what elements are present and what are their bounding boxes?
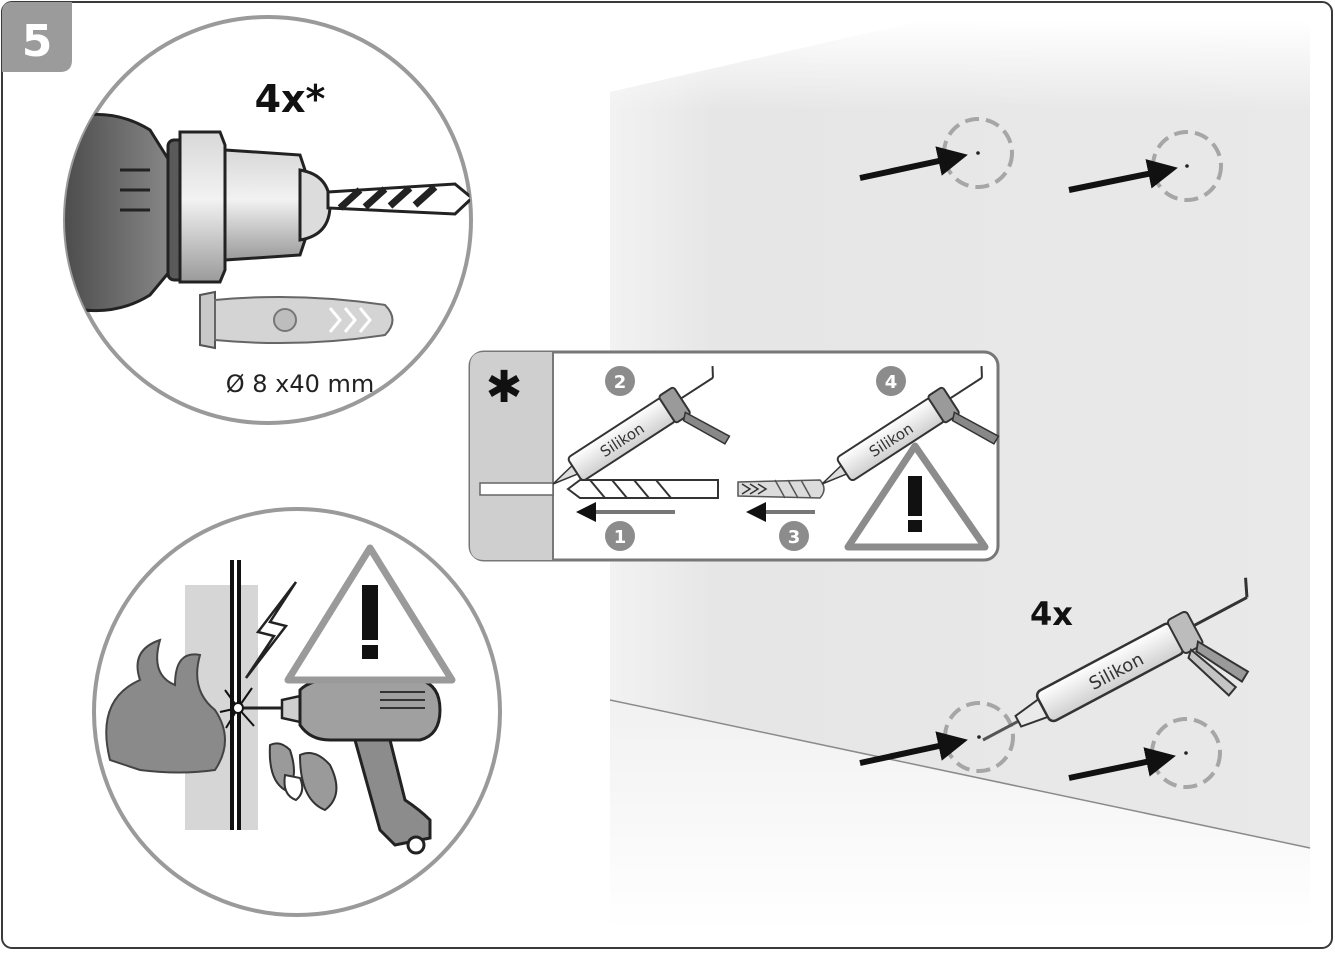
- arrow-icon: [859, 146, 968, 181]
- warning-icon: [284, 544, 456, 684]
- spark-icon: [219, 687, 255, 729]
- drill-icon: [244, 678, 442, 855]
- dowel-icon: [737, 479, 825, 499]
- step-badge: 5: [2, 2, 72, 72]
- svg-text:2: 2: [614, 372, 627, 393]
- asterisk-panel: ✱ 1 Silikon 2: [468, 350, 1000, 562]
- fire-icon: [105, 638, 226, 774]
- wall-floor-edge: [609, 699, 1311, 849]
- arrow-icon: [859, 731, 968, 766]
- svg-text:3: 3: [788, 527, 801, 548]
- drill-quantity: 4x*: [255, 77, 326, 121]
- wall-quantity: 4x: [1030, 595, 1073, 633]
- step-badge-2: 2: [605, 366, 635, 396]
- svg-text:1: 1: [614, 527, 627, 548]
- lightning-icon: [244, 581, 298, 679]
- drill-mark-top-right: [1068, 130, 1223, 202]
- water-drops-icon: [268, 742, 338, 812]
- hazard-panel: [92, 507, 502, 917]
- step-badge-4: 4: [876, 366, 906, 396]
- drill-bit-icon: [566, 479, 719, 499]
- drill-panel: 4x* Ø 8 x40 mm: [63, 15, 473, 425]
- drill-mark-top-left: [859, 117, 1014, 189]
- step-number: 5: [22, 16, 53, 67]
- dowel-size: Ø 8 x40 mm: [226, 370, 375, 398]
- silicone-gun-icon: Silikon: [982, 577, 1250, 742]
- arrow-icon: [1068, 747, 1176, 781]
- dowel-icon: [199, 290, 394, 350]
- drill-icon: [65, 112, 471, 313]
- silicone-gun-icon: Silikon: [821, 366, 1000, 485]
- floor-surface: [610, 700, 1310, 930]
- step-badge-1: 1: [605, 521, 635, 551]
- arrow-icon: [1068, 159, 1178, 193]
- step-badge-3: 3: [779, 521, 809, 551]
- svg-text:4: 4: [885, 372, 898, 393]
- asterisk-marker: ✱: [486, 362, 523, 413]
- drill-mark-bottom-right: [1068, 717, 1222, 789]
- drill-mark-bottom-left: [859, 701, 1015, 773]
- warning-icon: [844, 442, 989, 551]
